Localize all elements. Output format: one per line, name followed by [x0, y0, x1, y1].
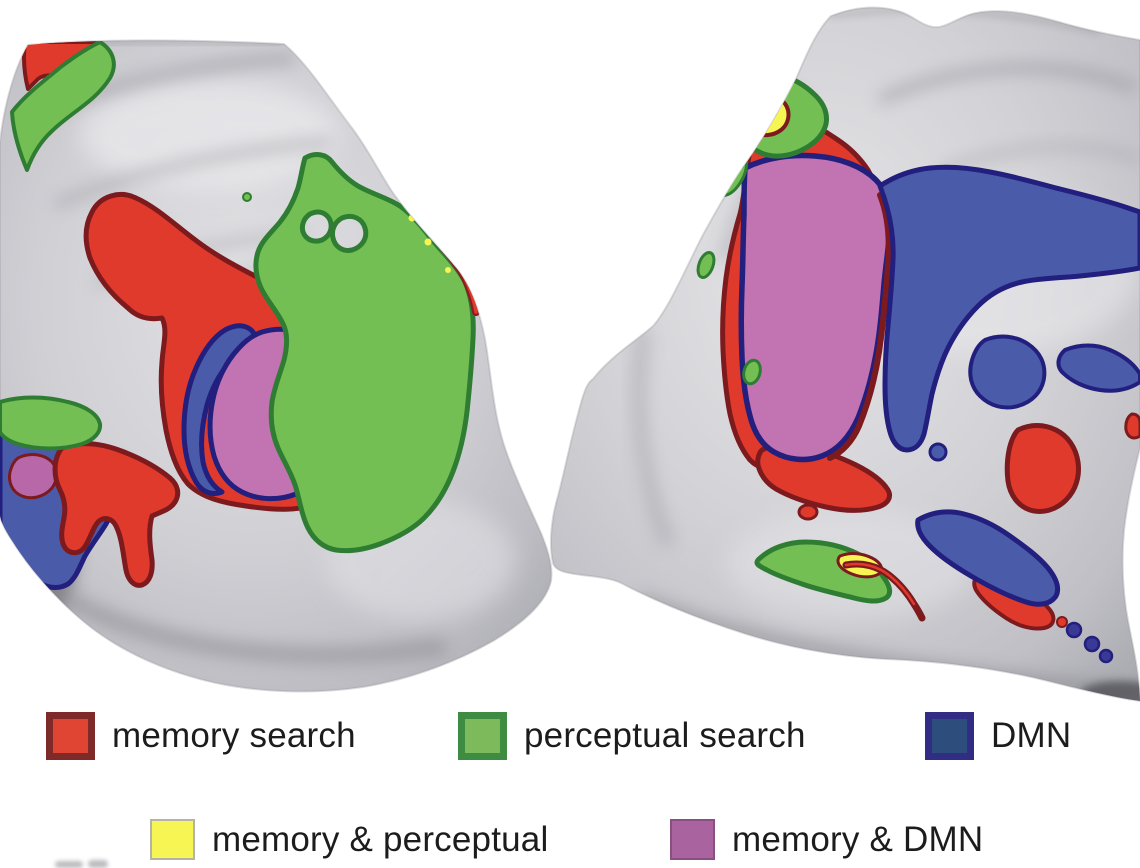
left-memory-dmn-overlap-ventral-1	[8, 453, 58, 500]
legend-item-perceptual-search: perceptual search	[458, 712, 806, 760]
memory-and-perceptual-swatch	[150, 819, 195, 860]
memory-and-perceptual-label: memory & perceptual	[212, 819, 549, 859]
brain-figure	[0, 6, 1140, 702]
right-memory-search-edge-bit	[1124, 412, 1140, 440]
right-dmn-ventral-band	[915, 509, 1061, 607]
legend-item-dmn: DMN	[925, 712, 1071, 760]
memory-search-swatch	[46, 712, 95, 760]
right-dmn-dot-chain	[1056, 616, 1114, 664]
legend-item-memory-and-perceptual: memory & perceptual	[150, 819, 548, 860]
right-memory-search-ventral-arc	[842, 560, 926, 622]
memory-search-label: memory search	[112, 716, 356, 755]
perceptual-search-label: perceptual search	[524, 716, 806, 755]
right-memory-search-dot	[797, 503, 819, 521]
left-perceptual-search-dot	[242, 192, 252, 202]
perceptual-search-swatch	[458, 712, 507, 760]
right-memory-search-isolated-blob	[1004, 423, 1081, 515]
right-memory-dmn-overlap-main	[738, 152, 893, 463]
cropped-text-artifact-2	[88, 860, 108, 868]
legend-item-memory-and-dmn: memory & DMN	[670, 819, 983, 860]
right-perceptual-search-sliver-2	[696, 251, 716, 279]
dmn-swatch	[925, 712, 974, 760]
right-perceptual-search-sliver-3	[742, 358, 762, 386]
left-perceptual-search-region-main	[253, 152, 476, 554]
cropped-text-artifact-1	[55, 861, 83, 868]
right-dmn-dot	[928, 442, 948, 462]
memory-and-dmn-swatch	[670, 819, 715, 860]
right-hemisphere-panel	[549, 6, 1140, 702]
left-hemisphere-panel	[0, 39, 553, 693]
dmn-label: DMN	[991, 716, 1072, 755]
right-dmn-region-main	[877, 164, 1140, 453]
legend-item-memory-search: memory search	[46, 712, 356, 760]
right-dmn-blob-2	[1056, 343, 1140, 393]
right-dmn-blob-1	[968, 334, 1047, 410]
right-memory-dmn-right-border	[827, 192, 892, 461]
memory-and-dmn-label: memory & DMN	[732, 819, 984, 859]
left-perceptual-search-corner	[10, 40, 116, 172]
left-perceptual-search-sliver	[0, 395, 103, 451]
left-memory-search-region-ventral	[52, 441, 181, 588]
